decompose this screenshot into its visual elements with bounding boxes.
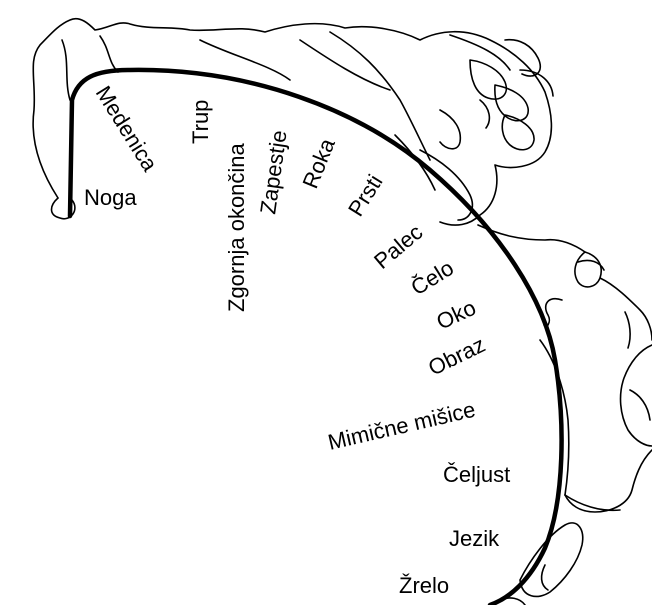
label-celjust: Čeljust (443, 462, 510, 487)
label-oko: Oko (433, 295, 480, 335)
label-obraz: Obraz (424, 332, 489, 381)
label-mimicne-misice: Mimične mišice (326, 397, 478, 455)
label-zgornja-okoncina: Zgornja okončina (224, 142, 249, 312)
label-jezik: Jezik (449, 526, 500, 551)
label-medenica: Medenica (91, 81, 163, 176)
label-noga: Noga (84, 185, 137, 210)
label-celo: Čelo (406, 255, 458, 300)
label-roka: Roka (297, 134, 340, 192)
label-palec: Palec (369, 219, 427, 274)
label-zapestje: Zapestje (255, 129, 292, 216)
body-part-labels: Noga Medenica Trup Zgornja okončina Zape… (84, 81, 510, 598)
label-zrelo: Žrelo (399, 573, 449, 598)
label-trup: Trup (188, 100, 213, 144)
label-prsti: Prsti (343, 170, 388, 221)
